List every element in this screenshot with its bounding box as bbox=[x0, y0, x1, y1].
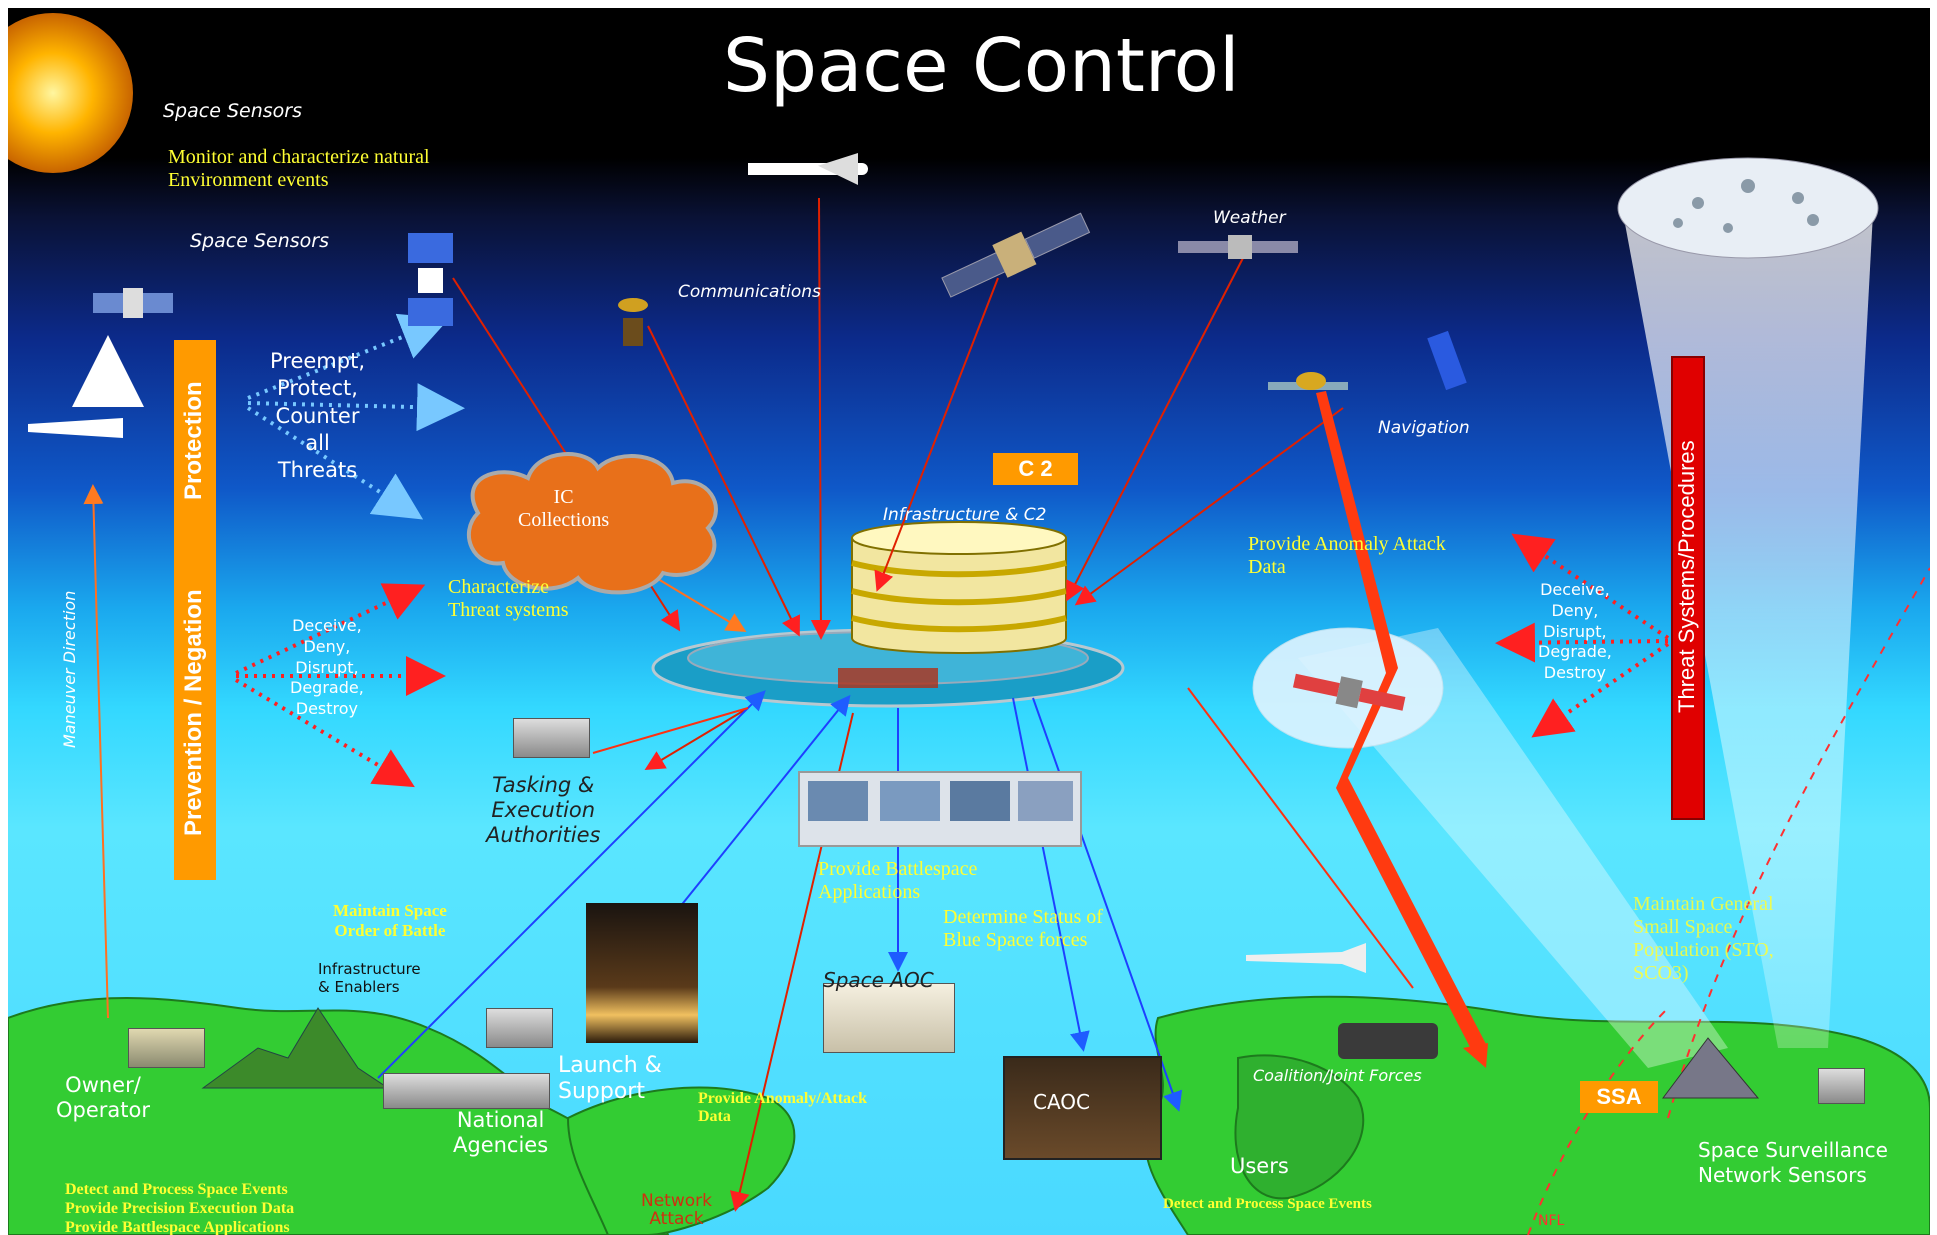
aircraft-image bbox=[28, 403, 123, 463]
threat-systems-bar bbox=[1671, 356, 1705, 820]
tasking-building-image bbox=[513, 718, 590, 758]
weather-label: Weather bbox=[1213, 208, 1286, 228]
battlespace-screens-image bbox=[798, 771, 1082, 847]
space-aoc-building-image bbox=[823, 983, 955, 1053]
space-surveillance-label: Space Surveillance Network Sensors bbox=[1698, 1138, 1888, 1187]
infrastructure-enablers-label: Infrastructure & Enablers bbox=[318, 960, 421, 996]
c2-box: C 2 bbox=[993, 453, 1078, 485]
navigation-satellite-image bbox=[1427, 330, 1468, 391]
small-satellite-image bbox=[93, 283, 173, 333]
vehicle-image bbox=[1338, 1023, 1438, 1059]
national-agencies-label: National Agencies bbox=[453, 1108, 549, 1158]
sensor-site-building-image bbox=[1818, 1068, 1865, 1104]
comm-sat-small-image bbox=[598, 298, 668, 358]
gps-satellite-image bbox=[1268, 368, 1348, 408]
launch-support-label: Launch & Support bbox=[558, 1053, 662, 1105]
ssa-beam bbox=[1298, 628, 1728, 1068]
surveillance-disk bbox=[1617, 157, 1879, 259]
deceive-right-label: Deceive, Deny, Disrupt, Degrade, Destroy bbox=[1538, 580, 1612, 683]
prevention-negation-label: Prevention / Negation bbox=[180, 589, 207, 836]
deceive-left-label: Deceive, Deny, Disrupt, Degrade, Destroy bbox=[290, 616, 364, 719]
navigation-label: Navigation bbox=[1378, 418, 1470, 438]
bottom-left-label: Detect and Process Space Events Provide … bbox=[65, 1181, 295, 1235]
monitor-environment-label: Monitor and characterize natural Environ… bbox=[168, 146, 430, 191]
prevention-protection-bar bbox=[174, 340, 216, 880]
space-control-diagram: Space Control Protection Prevention / Ne… bbox=[8, 8, 1930, 1235]
launch-facility-image bbox=[486, 1008, 553, 1048]
ssa-box: SSA bbox=[1580, 1081, 1658, 1113]
provide-anomaly-bottom-label: Provide Anomaly/Attack Data bbox=[698, 1090, 868, 1125]
preempt-label: Preempt, Protect, Counter all Threats bbox=[270, 349, 366, 483]
ic-collections-cloud bbox=[466, 452, 718, 595]
coalition-forces-label: Coalition/Joint Forces bbox=[1253, 1066, 1422, 1085]
provide-anomaly-attack-label: Provide Anomaly Attack Data bbox=[1248, 533, 1446, 578]
weather-satellite-image bbox=[1178, 233, 1298, 263]
caoc-label: CAOC bbox=[1033, 1090, 1091, 1114]
tasking-label: Tasking & Execution Authorities bbox=[486, 773, 601, 848]
protection-label: Protection bbox=[180, 381, 207, 500]
characterize-threat-label: Characterize Threat systems bbox=[448, 576, 569, 621]
users-label: Users bbox=[1230, 1154, 1289, 1178]
sun-image bbox=[8, 13, 133, 173]
shuttle-image bbox=[748, 153, 878, 185]
space-sensors-top-label: Space Sensors bbox=[163, 100, 302, 122]
ic-collections-label: IC Collections bbox=[518, 486, 610, 531]
network-attack-label: Network Attack bbox=[641, 1191, 712, 1229]
maintain-order-label: Maintain Space Order of Battle bbox=[333, 901, 447, 940]
national-agencies-building-image bbox=[383, 1073, 550, 1109]
c2-platform bbox=[651, 521, 1125, 708]
launch-image bbox=[586, 903, 698, 1043]
space-sensors-mid-label: Space Sensors bbox=[190, 230, 329, 252]
operator-building-image bbox=[128, 1028, 205, 1068]
maneuver-direction-label: Maneuver Direction bbox=[60, 590, 79, 748]
battlespace-applications-label: Provide Battlespace Applications bbox=[818, 858, 978, 903]
page-title: Space Control bbox=[723, 23, 1240, 109]
maintain-general-label: Maintain General Small Space Population … bbox=[1633, 893, 1774, 984]
owner-operator-label: Owner/ Operator bbox=[56, 1073, 150, 1123]
detect-process-bottom-label: Detect and Process Space Events bbox=[1163, 1196, 1372, 1212]
space-aoc-label: Space AOC bbox=[823, 968, 934, 992]
caoc-image bbox=[1003, 1056, 1162, 1160]
nfl-label: NFL bbox=[1538, 1213, 1565, 1229]
space-sensor-satellite-image bbox=[403, 233, 458, 328]
threat-systems-label: Threat Systems/Procedures bbox=[1674, 440, 1699, 713]
communications-label: Communications bbox=[678, 282, 821, 302]
infrastructure-c2-label: Infrastructure & C2 bbox=[883, 505, 1047, 525]
determine-status-label: Determine Status of Blue Space forces bbox=[943, 906, 1103, 951]
